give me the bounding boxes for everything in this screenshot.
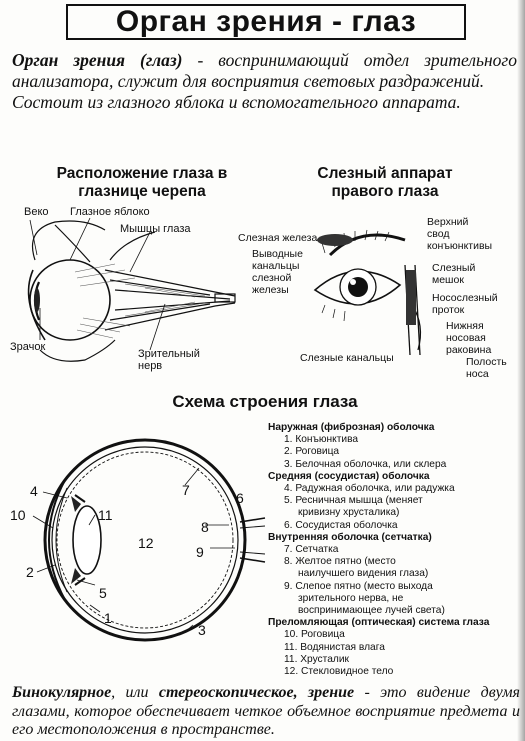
legend-item-2: 2. Роговица [284, 446, 340, 458]
footer-term-2: стереоскопическое, зрение [158, 684, 355, 701]
footer-paragraph: Бинокулярное, или стереоскопическое, зре… [12, 684, 520, 740]
label-meshok-line1: Слезный [432, 262, 476, 274]
label-svod-line2: свод [427, 228, 450, 240]
legend-item-11: 11. Водянистая влага [284, 641, 385, 653]
diagram-number-4: 4 [30, 483, 38, 499]
label-sleznye-kanalcy: Слезные канальцы [300, 352, 394, 364]
intro-paragraph-2: Состоит из глазного яблока и вспомогател… [12, 92, 461, 112]
label-vyvodnye-line3: слезной [252, 272, 292, 284]
legend-item-7: 7. Сетчатка [284, 544, 339, 556]
footer-term-1: Бинокулярное [12, 684, 112, 701]
diagram-number-2: 2 [26, 564, 34, 580]
label-rakovina-line2: носовая [446, 332, 486, 344]
legend-item-8a: 8. Желтое пятно (место [284, 556, 396, 568]
label-polost-line2: носа [466, 368, 489, 380]
footer-connector: , или [111, 684, 159, 701]
legend-item-12: 11. Хрусталик [284, 653, 349, 665]
label-veko: Веко [24, 206, 49, 218]
eye-structure-diagram [32, 438, 266, 642]
intro-definition: - воспринимающий отдел зрительного анали… [12, 50, 517, 91]
legend-item-9a: 9. Слепое пятно (место выхода [284, 580, 433, 592]
legend-group-optical: Преломляющая (оптическая) система глаза [268, 617, 490, 629]
diagram-number-8: 8 [201, 519, 209, 535]
page-edge-shadow [517, 0, 525, 741]
label-verkhniy-svod: Верхний свод конъюнктивы [427, 216, 492, 252]
label-glaznoe-yabloko: Глазное яблоко [70, 206, 150, 218]
label-protok-line2: проток [432, 304, 465, 316]
diagram-number-10: 10 [10, 507, 26, 523]
diagram-number-3: 3 [198, 622, 206, 638]
legend-item-10: 10. Роговица [284, 629, 345, 641]
legend-item-5b: кривизну хрусталика) [298, 507, 400, 519]
fig2-title-line2: правого глаза [331, 183, 439, 200]
fig1-title-line1: Расположение глаза в [56, 165, 228, 182]
label-nososleznyi-protok: Носослезный проток [432, 292, 498, 316]
legend-item-6: 6. Сосудистая оболочка [284, 519, 398, 531]
label-rakovina-line1: Нижняя [446, 320, 484, 332]
label-myshcy-glaza: Мышцы глаза [120, 223, 191, 235]
legend-group-inner: Внутренняя оболочка (сетчатка) [268, 531, 432, 543]
label-nizhnyaya-rakovina: Нижняя носовая раковина [446, 320, 491, 356]
label-zritelnyi-nerv-line1: Зрительный [138, 348, 200, 360]
legend-item-1: 1. Конъюнктива [284, 434, 359, 446]
fig1-title: Расположение глаза в глазнице черепа [22, 165, 262, 201]
page-title-box: Орган зрения - глаз [66, 4, 466, 40]
fig2-title-line1: Слезный аппарат [317, 165, 453, 182]
label-protok-line1: Носослезный [432, 292, 498, 304]
eye-in-orbit-illustration [27, 217, 236, 362]
label-sleznyi-meshok: Слезный мешок [432, 262, 475, 286]
label-vyvodnye-line1: Выводные [252, 248, 303, 260]
label-svod-line3: конъюнктивы [427, 240, 493, 252]
label-zrachok: Зрачок [10, 341, 46, 353]
footer-definition: - это видение двумя глазами, которое обе… [12, 684, 520, 738]
diagram-number-11: 11 [98, 507, 113, 523]
legend-item-3: 3. Белочная оболочка, или склера [284, 458, 447, 470]
fig3-title: Схема строения глаза [172, 392, 358, 411]
diagram-number-1: 1 [104, 610, 112, 626]
label-polost-line1: Полость [466, 356, 507, 368]
diagram-number-7: 7 [182, 482, 190, 498]
label-vyvodnye-kanalcy: Выводные канальцы слезной железы [252, 248, 303, 296]
legend-item-8b: наилучшего видения глаза) [298, 568, 429, 580]
page-title: Орган зрения - глаз [115, 5, 417, 38]
legend-item-9b: зрительного нерва, не [298, 592, 404, 604]
label-meshok-line2: мешок [432, 274, 464, 286]
diagram-number-12: 12 [138, 535, 154, 551]
label-vyvodnye-line2: канальцы [252, 260, 300, 272]
eye-structure-legend: Наружная (фиброзная) оболочка 1. Конъюнк… [268, 422, 523, 678]
label-polost-nosa: Полость носа [466, 356, 507, 380]
label-svod-line1: Верхний [427, 216, 469, 228]
intro-term: Орган зрения (глаз) [12, 50, 183, 70]
legend-item-4: 4. Радужная оболочка, или радужка [284, 483, 455, 495]
lacrimal-apparatus-illustration [313, 229, 422, 356]
label-vyvodnye-line4: железы [252, 284, 289, 296]
label-rakovina-line3: раковина [446, 344, 492, 356]
label-zritelnyi-nerv-line2: нерв [138, 360, 163, 372]
legend-item-9c: воспринимающее лучей света) [298, 605, 445, 617]
legend-item-13: 12. Стекловидное тело [284, 666, 394, 678]
legend-item-5a: 5. Ресничная мышца (меняет [284, 495, 423, 507]
fig1-title-line2: глазнице черепа [78, 183, 206, 200]
label-zritelnyi-nerv: Зрительный нерв [138, 348, 200, 372]
legend-group-middle: Средняя (сосудистая) оболочка [268, 470, 430, 482]
diagram-number-5: 5 [99, 585, 107, 601]
diagram-number-6: 6 [236, 490, 244, 506]
intro-paragraph-1: Орган зрения (глаз) - воспринимающий отд… [12, 50, 517, 92]
footer-text: Бинокулярное, или стереоскопическое, зре… [12, 684, 520, 740]
intro-text: Орган зрения (глаз) - воспринимающий отд… [12, 50, 517, 113]
label-sleznaya-zheleza: Слезная железа [238, 232, 318, 244]
legend-group-outer: Наружная (фиброзная) оболочка [268, 422, 435, 433]
fig2-title: Слезный аппарат правого глаза [285, 165, 485, 201]
diagram-number-9: 9 [196, 544, 204, 560]
